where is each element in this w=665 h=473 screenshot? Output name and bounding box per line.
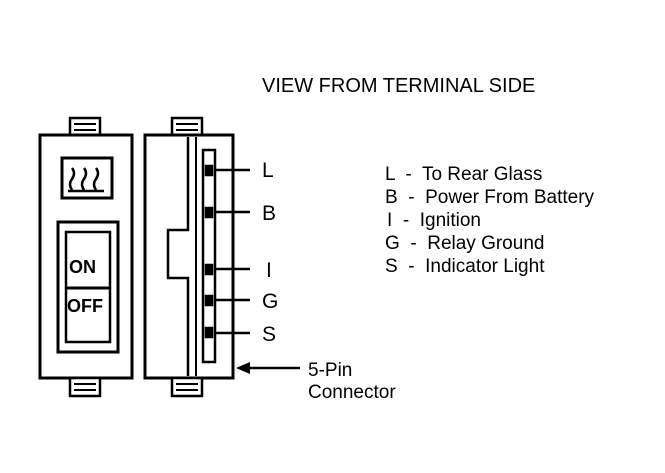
pin-i-marker xyxy=(204,263,250,276)
terminal-strip xyxy=(201,148,217,364)
switch-front-view xyxy=(38,116,134,398)
side-top-tab xyxy=(170,116,204,138)
off-label: OFF xyxy=(67,296,103,316)
side-body xyxy=(143,133,235,380)
connector-label-line2: Connector xyxy=(308,382,396,403)
legend-item-i: I - Ignition xyxy=(387,210,481,231)
pin-b-marker xyxy=(204,206,250,219)
diagram-title: VIEW FROM TERMINAL SIDE xyxy=(262,75,535,97)
rear-defrost-icon xyxy=(60,156,114,200)
switch-bottom-tab xyxy=(68,376,102,398)
legend-item-l: L - To Rear Glass xyxy=(385,164,542,185)
defrost-waves xyxy=(68,167,104,193)
legend-item-s: S - Indicator Light xyxy=(385,256,545,277)
pin-label-g: G xyxy=(262,290,278,313)
switch-top-tab xyxy=(68,116,102,138)
pin-markers xyxy=(204,164,250,339)
connector-label-line1: 5-Pin xyxy=(308,360,352,381)
pin-label-b: B xyxy=(262,202,276,225)
pin-label-i: I xyxy=(266,259,272,282)
pin-l-marker xyxy=(204,164,250,177)
switch-side-view xyxy=(143,116,235,398)
pin-label-l: L xyxy=(262,159,274,182)
rocker-switch xyxy=(56,220,120,354)
side-bottom-tab xyxy=(170,376,204,398)
side-profile xyxy=(166,137,190,376)
legend-item-g: G - Relay Ground xyxy=(385,233,544,254)
pin-legend: L - To Rear Glass B - Power From Battery… xyxy=(385,164,595,277)
connector-arrow xyxy=(236,362,300,374)
pin-s-marker xyxy=(204,326,250,339)
pin-g-marker xyxy=(204,294,250,307)
on-label: ON xyxy=(69,257,96,277)
pin-label-s: S xyxy=(262,323,276,346)
legend-item-b: B - Power From Battery xyxy=(385,187,595,208)
